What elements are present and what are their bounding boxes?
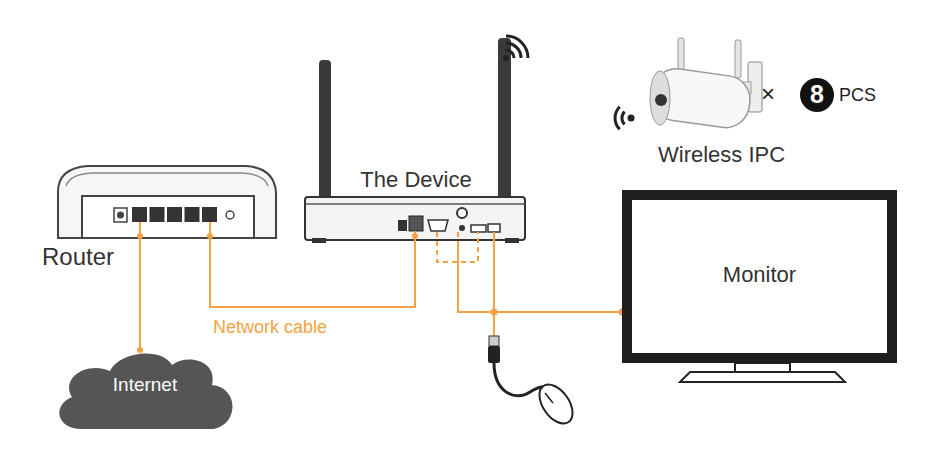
nvr-illustration — [505, 238, 519, 243]
cloud-node: Internet — [50, 347, 240, 433]
router-illustration — [150, 207, 165, 222]
nvr-illustration — [471, 225, 486, 232]
nvr-illustration — [488, 224, 500, 232]
camera-illustration — [615, 107, 620, 130]
nvr-illustration — [498, 38, 511, 202]
nvr-illustration — [506, 36, 528, 58]
camera-illustration — [649, 66, 753, 131]
mouse-illustration — [489, 336, 499, 346]
monitor-node: Monitor — [622, 190, 897, 363]
monitor-stand — [735, 363, 790, 372]
router-illustration — [185, 207, 200, 222]
cable-connector — [139, 275, 141, 347]
cable-connector — [210, 245, 415, 307]
node-label: Router — [42, 243, 114, 271]
nvr-illustration — [506, 50, 514, 58]
multiply-sign: × — [761, 80, 775, 108]
nvr-illustration — [398, 220, 407, 231]
camera-illustration — [735, 40, 741, 78]
device-node: The Device — [300, 163, 532, 245]
node-label: Internet — [50, 374, 240, 396]
cable-dot — [137, 233, 626, 353]
router-node: Router — [40, 163, 285, 275]
node-label: The Device — [300, 167, 532, 192]
nvr-illustration — [428, 220, 448, 231]
cable-stub — [493, 232, 495, 337]
cable-stub — [140, 222, 494, 337]
mouse-illustration — [488, 346, 500, 363]
cable-stub — [139, 222, 141, 276]
router-illustration — [167, 207, 182, 222]
mouse-illustration — [545, 393, 553, 403]
camera-illustration — [622, 112, 625, 125]
nvr-illustration — [409, 216, 423, 231]
nvr-illustration — [457, 208, 467, 218]
node-label: Monitor — [632, 262, 887, 287]
mouse-illustration — [533, 379, 580, 430]
camera-illustration — [650, 71, 670, 125]
node-label: Wireless IPC — [658, 142, 785, 167]
cable-dot — [207, 233, 213, 239]
camera-illustration — [628, 115, 635, 122]
nvr-illustration — [305, 36, 528, 243]
nvr-illustration — [305, 203, 525, 205]
camera-illustration — [655, 94, 667, 106]
monitor-stand — [680, 363, 845, 382]
nvr-illustration — [312, 238, 326, 243]
nvr-illustration — [506, 43, 521, 58]
camera-node: Wireless IPC — [600, 35, 815, 175]
router-illustration — [202, 207, 217, 222]
unit-label: PCS — [839, 85, 876, 106]
monitor-stand — [680, 372, 845, 382]
cable-dot — [412, 233, 418, 239]
camera-illustration — [800, 78, 834, 112]
nvr-illustration — [319, 60, 331, 202]
camera-illustration — [615, 38, 834, 131]
nvr-illustration — [305, 197, 525, 240]
cable-dot — [137, 233, 143, 239]
cable-stub — [457, 232, 459, 246]
edge-label: Network cable — [211, 317, 329, 338]
router-illustration — [58, 166, 276, 238]
quantity-number: 8 — [800, 80, 834, 109]
router-illustration — [117, 212, 124, 219]
router-illustration — [114, 208, 127, 222]
cable-dot — [137, 347, 143, 353]
router-illustration — [82, 196, 254, 238]
router-illustration — [132, 207, 147, 222]
cable-connector — [458, 245, 622, 312]
nvr-illustration — [459, 225, 465, 231]
router-illustration — [58, 166, 276, 238]
router-illustration — [66, 173, 268, 186]
router-illustration — [226, 211, 234, 219]
cable-stub — [209, 222, 211, 276]
mouse-illustration — [488, 336, 579, 429]
nvr-illustration — [503, 55, 509, 61]
